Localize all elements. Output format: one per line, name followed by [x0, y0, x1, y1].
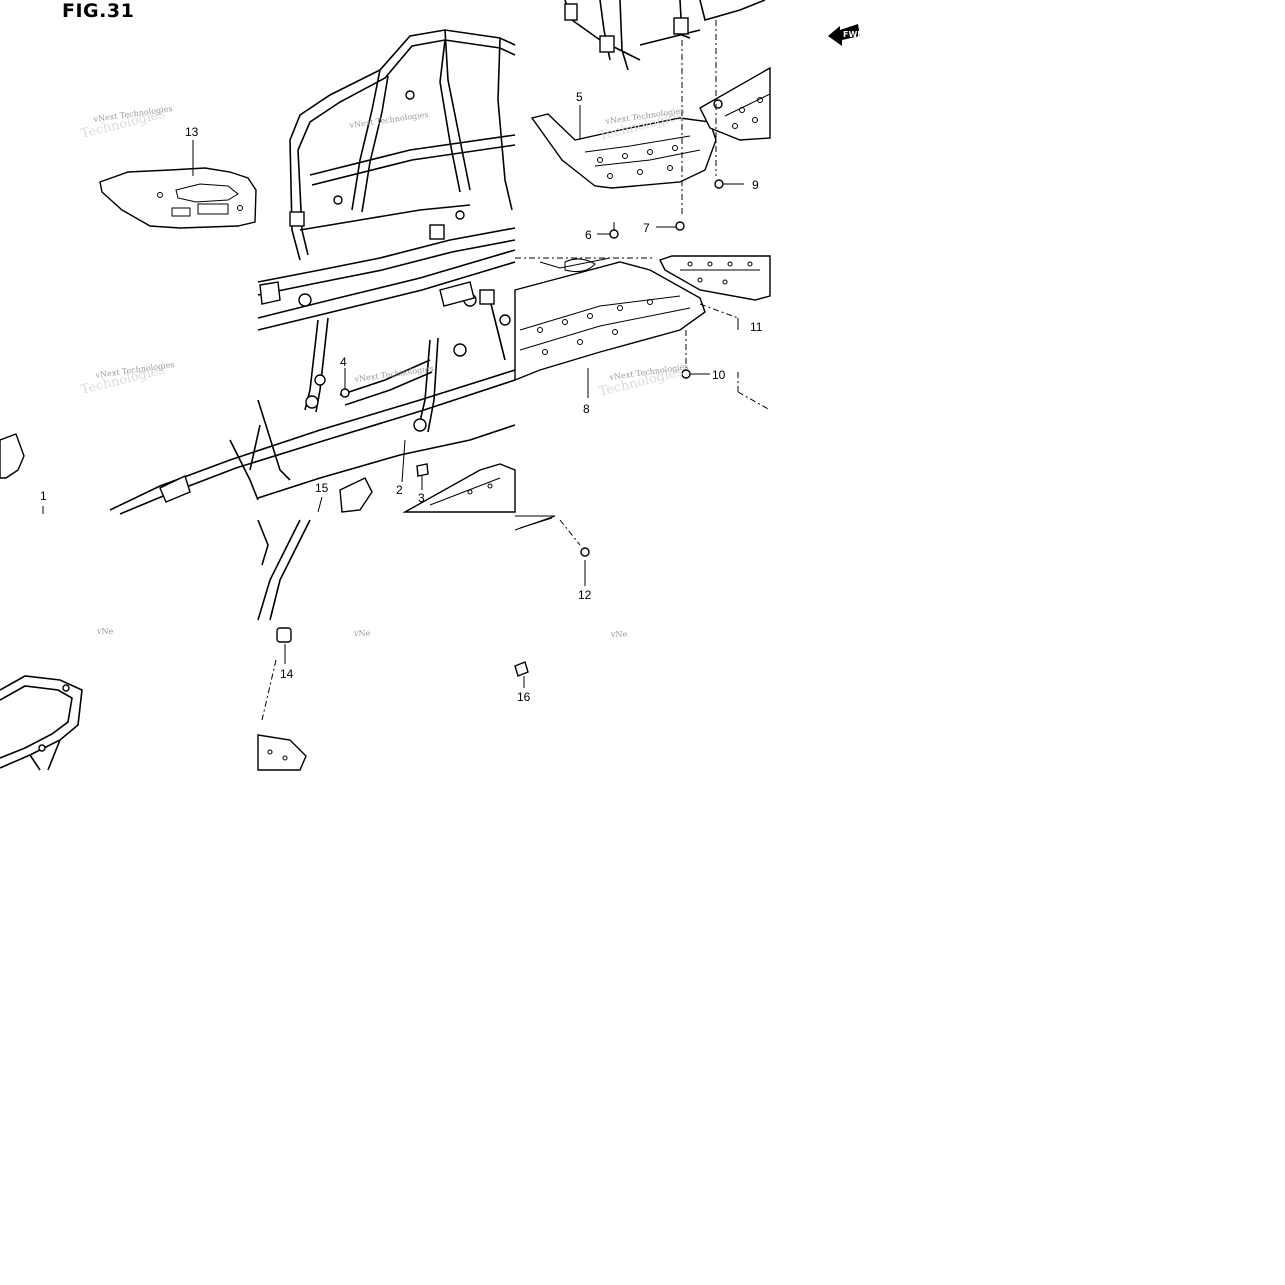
callout-8: 8 — [583, 402, 590, 416]
callout-7: 7 — [643, 221, 650, 235]
footrest-lower-partial — [402, 463, 581, 546]
callout-3: 3 — [418, 491, 425, 505]
callout-2: 2 — [396, 483, 403, 497]
callout-1: 1 — [40, 489, 47, 503]
callout-4: 4 — [340, 355, 347, 369]
callout-13: 13 — [185, 125, 199, 139]
svg-text:vNe: vNe — [96, 627, 114, 636]
bolt-16 — [514, 661, 529, 688]
figure-title: FIG.31 — [62, 0, 135, 22]
callout-10: 10 — [712, 368, 726, 382]
callout-14: 14 — [280, 667, 294, 681]
frame-lower-left-partial — [0, 675, 83, 771]
svg-text:vNext Technologies: vNext Technologies — [353, 364, 434, 384]
frame-assembly — [109, 29, 516, 515]
svg-text:vNe: vNe — [610, 630, 628, 639]
skid-plate-5 — [530, 0, 771, 239]
callout-16: 16 — [517, 690, 531, 704]
callout-6: 6 — [585, 228, 592, 242]
callout-5: 5 — [576, 90, 583, 104]
svg-text:FWD: FWD — [843, 30, 864, 39]
bushing-14 — [257, 519, 311, 771]
forward-arrow-icon: FWD — [828, 24, 864, 46]
callout-11: 11 — [750, 320, 763, 334]
bolt-12 — [580, 547, 590, 586]
guard-plate-13 — [99, 140, 257, 229]
svg-text:vNext Technologies: vNext Technologies — [348, 110, 429, 130]
svg-text:vNe: vNe — [353, 629, 371, 638]
frame-left-partial — [0, 433, 44, 514]
callout-9: 9 — [752, 178, 759, 192]
callout-12: 12 — [578, 588, 592, 602]
footrest-plate-8 — [514, 255, 771, 411]
callout-15: 15 — [315, 481, 329, 495]
callout-labels: 1 2 3 4 5 6 7 8 9 10 11 12 13 14 15 16 — [40, 90, 763, 704]
